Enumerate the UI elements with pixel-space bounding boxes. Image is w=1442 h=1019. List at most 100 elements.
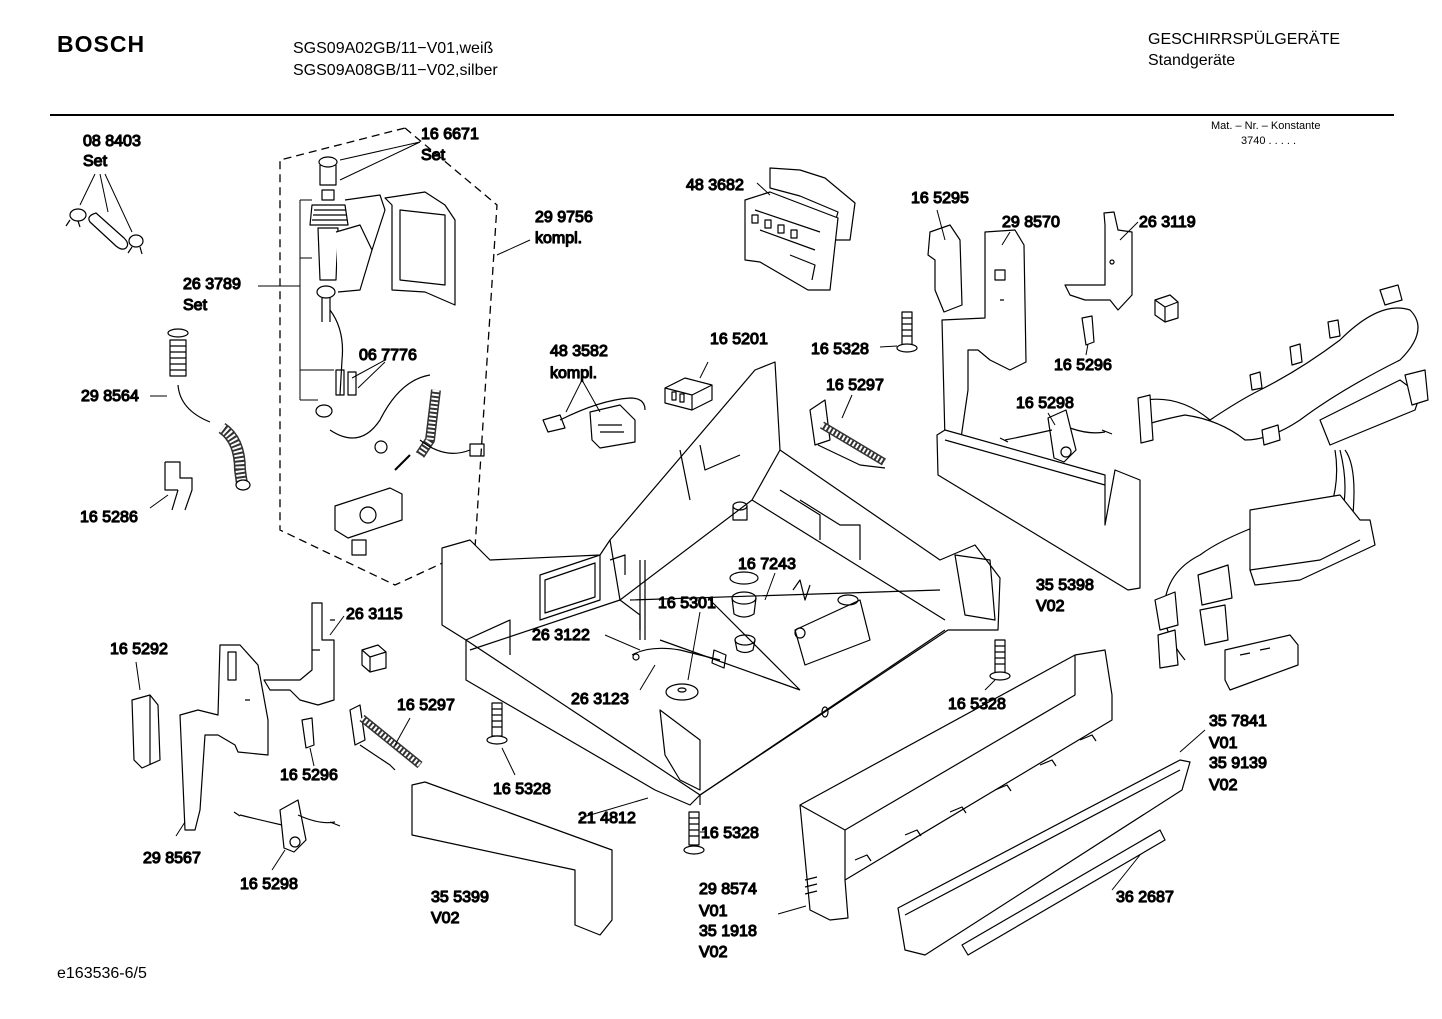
label-351918-v: V02 xyxy=(699,944,728,961)
leader-165296-b xyxy=(309,747,315,767)
label-165298-a: 16 5298 xyxy=(1016,395,1074,412)
wire-harness-small xyxy=(631,647,727,669)
leader-298567 xyxy=(175,821,186,837)
label-165328-a: 16 5328 xyxy=(811,341,869,358)
leader-298574 xyxy=(777,905,807,915)
inlet-valve-assembly xyxy=(309,156,456,418)
bracket-263119 xyxy=(1064,211,1133,311)
sump-disc xyxy=(665,683,699,701)
terminal-block xyxy=(664,377,713,411)
leader-165297-b xyxy=(394,717,411,746)
label-165298-b: 16 5298 xyxy=(240,876,298,893)
leader-165298-a xyxy=(1047,412,1056,426)
header-divider xyxy=(50,114,1394,116)
cable-connector xyxy=(542,397,646,449)
leader-263115 xyxy=(329,615,345,636)
screw-c xyxy=(683,811,705,855)
label-165328-b: 16 5328 xyxy=(493,781,551,798)
float-switch xyxy=(334,487,403,556)
leader-483682 xyxy=(756,182,771,196)
label-165286: 16 5286 xyxy=(80,509,138,526)
leader-165328-a xyxy=(879,345,898,348)
label-359139: 35 9139 xyxy=(1209,755,1267,772)
label-165297-a: 16 5297 xyxy=(826,377,884,394)
leader-165297-a xyxy=(841,394,853,419)
label-165201: 16 5201 xyxy=(710,331,768,348)
label-165328-c: 16 5328 xyxy=(701,825,759,842)
leader-165296-a xyxy=(1085,343,1089,356)
hinge-165298-a xyxy=(999,409,1113,463)
leader-165328-b xyxy=(501,747,516,776)
label-165296-a: 16 5296 xyxy=(1054,357,1112,374)
bracket-298570 xyxy=(941,229,1027,446)
small-clip xyxy=(361,644,387,673)
coiled-hose xyxy=(329,374,485,471)
leader-165328-d xyxy=(984,679,996,691)
label-362687: 36 2687 xyxy=(1116,889,1174,906)
toe-kick-298574 xyxy=(799,649,1113,921)
screw-a xyxy=(896,311,918,353)
bracket-298567 xyxy=(179,644,269,831)
label-355398-v: V02 xyxy=(1036,598,1065,615)
label-298574-v: V01 xyxy=(699,903,728,920)
leader-299756 xyxy=(496,239,531,256)
label-263789-set: Set xyxy=(183,297,208,314)
bracket-165295 xyxy=(927,224,963,313)
leader-362687 xyxy=(1111,854,1141,891)
spring-bracket-a xyxy=(809,399,887,469)
label-299756: 29 9756 xyxy=(535,209,593,226)
label-483582: 48 3582 xyxy=(550,343,608,360)
label-166671: 16 6671 xyxy=(421,126,479,143)
sump-seals xyxy=(729,571,811,654)
leader-167243 xyxy=(764,572,776,601)
leader-165298-b xyxy=(271,849,286,871)
label-165297-b: 16 5297 xyxy=(397,697,455,714)
leader-165295 xyxy=(936,209,946,241)
label-165301: 16 5301 xyxy=(658,595,716,612)
bracket-263115 xyxy=(263,602,335,706)
label-357841-v: V01 xyxy=(1209,735,1238,752)
leader-263119 xyxy=(1119,221,1139,241)
clip-165296-a xyxy=(1081,315,1095,346)
leader-263122 xyxy=(604,634,641,651)
label-167243: 16 7243 xyxy=(738,556,796,573)
label-263119: 26 3119 xyxy=(1139,214,1196,231)
label-355399: 35 5399 xyxy=(431,889,489,906)
label-165295: 16 5295 xyxy=(911,190,969,207)
label-351918: 35 1918 xyxy=(699,923,757,940)
hose-clamp-set xyxy=(65,208,144,255)
leader-165301 xyxy=(687,611,701,681)
screw-d xyxy=(989,639,1011,681)
base-tub xyxy=(441,361,1001,806)
leader-483582 xyxy=(565,379,601,413)
label-298574: 29 8574 xyxy=(699,881,757,898)
label-166671-set: Set xyxy=(421,147,446,164)
label-359139-v: V02 xyxy=(1209,777,1238,794)
label-299756-kompl: kompl. xyxy=(535,230,582,247)
label-298567: 29 8567 xyxy=(143,850,201,867)
label-088403: 08 8403 xyxy=(83,133,141,150)
model-line-2: SGS09A08GB/11−V02,silber xyxy=(293,62,498,79)
label-357841: 35 7841 xyxy=(1209,713,1267,730)
label-263789: 26 3789 xyxy=(183,276,241,293)
small-clip-right xyxy=(1154,294,1179,323)
label-355399-v: V02 xyxy=(431,910,460,927)
leader-263123 xyxy=(639,664,656,691)
control-module xyxy=(744,167,856,291)
leader-165286 xyxy=(149,494,169,509)
label-263115: 26 3115 xyxy=(346,606,403,623)
leader-357841 xyxy=(1179,729,1206,753)
label-088403-set: Set xyxy=(83,153,108,170)
drain-hose xyxy=(167,328,251,491)
leader-298570 xyxy=(1001,231,1011,246)
kit-boundary xyxy=(279,127,498,586)
spring-bracket-b xyxy=(349,704,423,771)
label-214812: 21 4812 xyxy=(578,810,636,827)
model-line-1: SGS09A02GB/11−V01,weiß xyxy=(293,40,494,57)
label-165296-b: 16 5296 xyxy=(280,767,338,784)
label-483582-kompl: kompl. xyxy=(550,365,597,382)
hinge-165298-b xyxy=(233,799,341,853)
label-263123: 26 3123 xyxy=(571,691,629,708)
label-298570: 29 8570 xyxy=(1002,214,1060,231)
